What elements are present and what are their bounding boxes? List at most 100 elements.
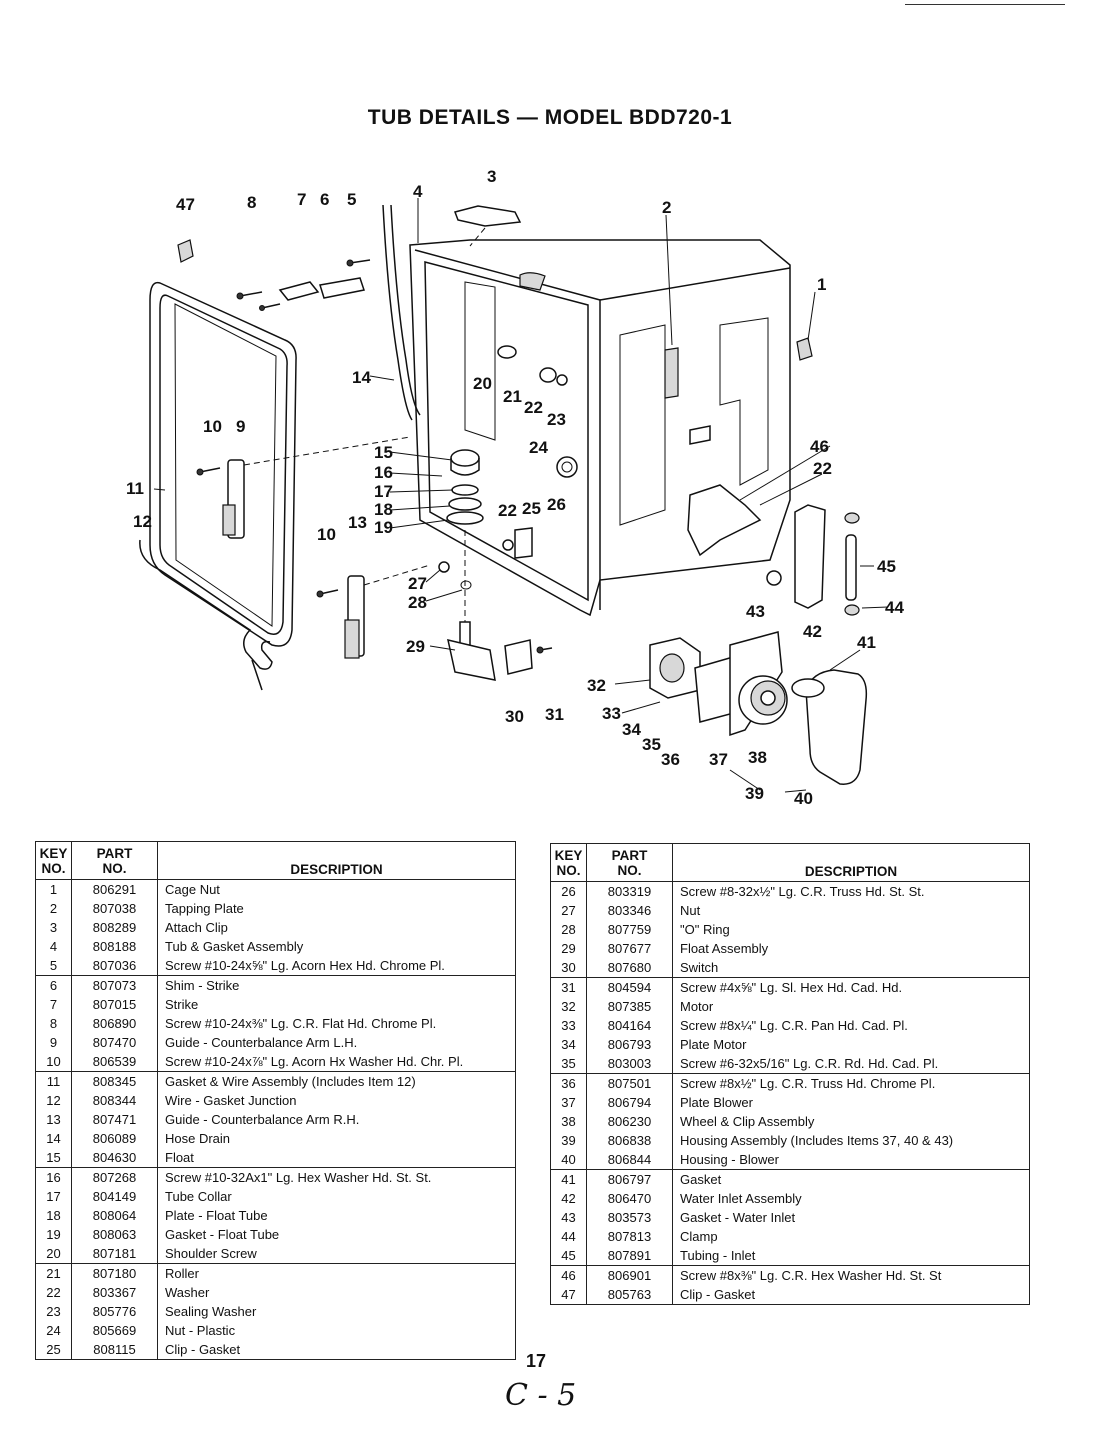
part-number-cell: 807015 xyxy=(71,995,158,1014)
description-cell: Roller xyxy=(165,1266,199,1281)
key-cell: 1 xyxy=(35,879,72,899)
callout-24: 24 xyxy=(529,438,548,457)
screw-8 xyxy=(236,291,263,300)
description-cell: Switch xyxy=(672,958,1030,978)
callout-47: 47 xyxy=(176,195,195,214)
description-cell: Shim - Strike xyxy=(165,978,240,993)
callout-33: 33 xyxy=(602,704,621,723)
description-cell: Guide - Counterbalance Arm R.H. xyxy=(165,1112,360,1127)
key-cell: 8 xyxy=(35,1014,72,1033)
description-cell: Screw #10-32Ax1" Lg. Hex Washer Hd. St. … xyxy=(165,1170,432,1185)
description-cell: Screw #10-24x⅝" Lg. Acorn Hex Hd. Chrome… xyxy=(157,956,516,976)
description-cell: Guide - Counterbalance Arm L.H. xyxy=(165,1035,358,1050)
callout-16: 16 xyxy=(374,463,393,482)
part-number-cell: 808344 xyxy=(71,1091,158,1110)
description-cell: Gasket - Water Inlet xyxy=(680,1210,796,1225)
key-cell: 46 xyxy=(550,1265,587,1285)
part-number-cell: 804594 xyxy=(586,977,673,997)
callout-14: 14 xyxy=(352,368,371,387)
description-cell: Housing Assembly (Includes Items 37, 40 … xyxy=(680,1133,954,1148)
part-number-cell: 807891 xyxy=(586,1246,673,1266)
key-cell: 18 xyxy=(35,1206,72,1225)
callout-43: 43 xyxy=(746,602,765,621)
callout-34: 34 xyxy=(622,720,641,739)
part-number-cell: 808345 xyxy=(71,1071,158,1091)
key-cell: 4 xyxy=(35,937,72,956)
key-cell: 19 xyxy=(35,1225,72,1244)
callout-5: 5 xyxy=(347,190,356,209)
callout-18: 18 xyxy=(374,500,393,519)
page-title: TUB DETAILS — MODEL BDD720-1 xyxy=(367,106,733,129)
key-cell: 21 xyxy=(35,1263,72,1283)
callout-2: 2 xyxy=(662,198,671,217)
part-number-cell: 806230 xyxy=(586,1112,673,1131)
key-cell: 9 xyxy=(35,1033,72,1052)
key-cell: 27 xyxy=(550,901,587,920)
description-cell: Attach Clip xyxy=(165,920,228,935)
roller-washers xyxy=(497,345,578,559)
key-cell: 39 xyxy=(550,1131,587,1150)
callout-42: 42 xyxy=(803,622,822,641)
key-cell: 32 xyxy=(550,997,587,1016)
cage-nut-1 xyxy=(796,337,813,361)
description-cell: Plate - Float Tube xyxy=(165,1208,268,1223)
part-number-cell: 807385 xyxy=(586,997,673,1016)
description-cell: Sealing Washer xyxy=(165,1304,257,1319)
part-number-cell: 807038 xyxy=(71,899,158,918)
key-cell: 10 xyxy=(35,1052,72,1072)
part-number-cell: 803573 xyxy=(586,1208,673,1227)
key-cell: 43 xyxy=(550,1208,587,1227)
part-number-cell: 807759 xyxy=(586,920,673,939)
callout-19: 19 xyxy=(374,518,393,537)
callout-9: 9 xyxy=(236,417,245,436)
callout-20: 20 xyxy=(473,374,492,393)
key-cell: 42 xyxy=(550,1189,587,1208)
key-cell: 33 xyxy=(550,1016,587,1035)
description-cell: Screw #8x⅜" Lg. C.R. Hex Washer Hd. St. … xyxy=(680,1268,942,1283)
description-cell: Wheel & Clip Assembly xyxy=(680,1114,815,1129)
part-number-cell: 806844 xyxy=(586,1150,673,1170)
handwritten-note: C - 5 xyxy=(505,1378,577,1413)
attach-clip-3 xyxy=(454,205,522,247)
description-cell: Wire - Gasket Junction xyxy=(165,1093,297,1108)
description-cell: Gasket xyxy=(680,1172,722,1187)
description-header: DESCRIPTION xyxy=(672,843,1030,882)
callout-32: 32 xyxy=(587,676,606,695)
callout-1: 1 xyxy=(817,275,826,294)
key-cell: 41 xyxy=(550,1169,587,1189)
key-cell: 24 xyxy=(35,1321,72,1340)
key-cell: 29 xyxy=(550,939,587,958)
callout-38: 38 xyxy=(748,748,767,767)
wheel-38 xyxy=(738,675,788,725)
callout-8: 8 xyxy=(247,193,256,212)
part-number-cell: 807677 xyxy=(586,939,673,958)
part-number-cell: 803367 xyxy=(71,1283,158,1302)
housing-blower-40 xyxy=(791,669,868,785)
callout-25: 25 xyxy=(522,499,541,518)
callout-30: 30 xyxy=(505,707,524,726)
counterbalance-guide-rh xyxy=(344,564,431,659)
callout-23: 23 xyxy=(547,410,566,429)
part-number-cell: 806089 xyxy=(71,1129,158,1148)
callout-22-right: 22 xyxy=(813,459,832,478)
screw-10-upper xyxy=(196,467,221,476)
description-cell: Tube Collar xyxy=(165,1189,232,1204)
description-cell: Hose Drain xyxy=(165,1131,231,1146)
callout-39: 39 xyxy=(745,784,764,803)
tub-assembly xyxy=(409,239,791,617)
